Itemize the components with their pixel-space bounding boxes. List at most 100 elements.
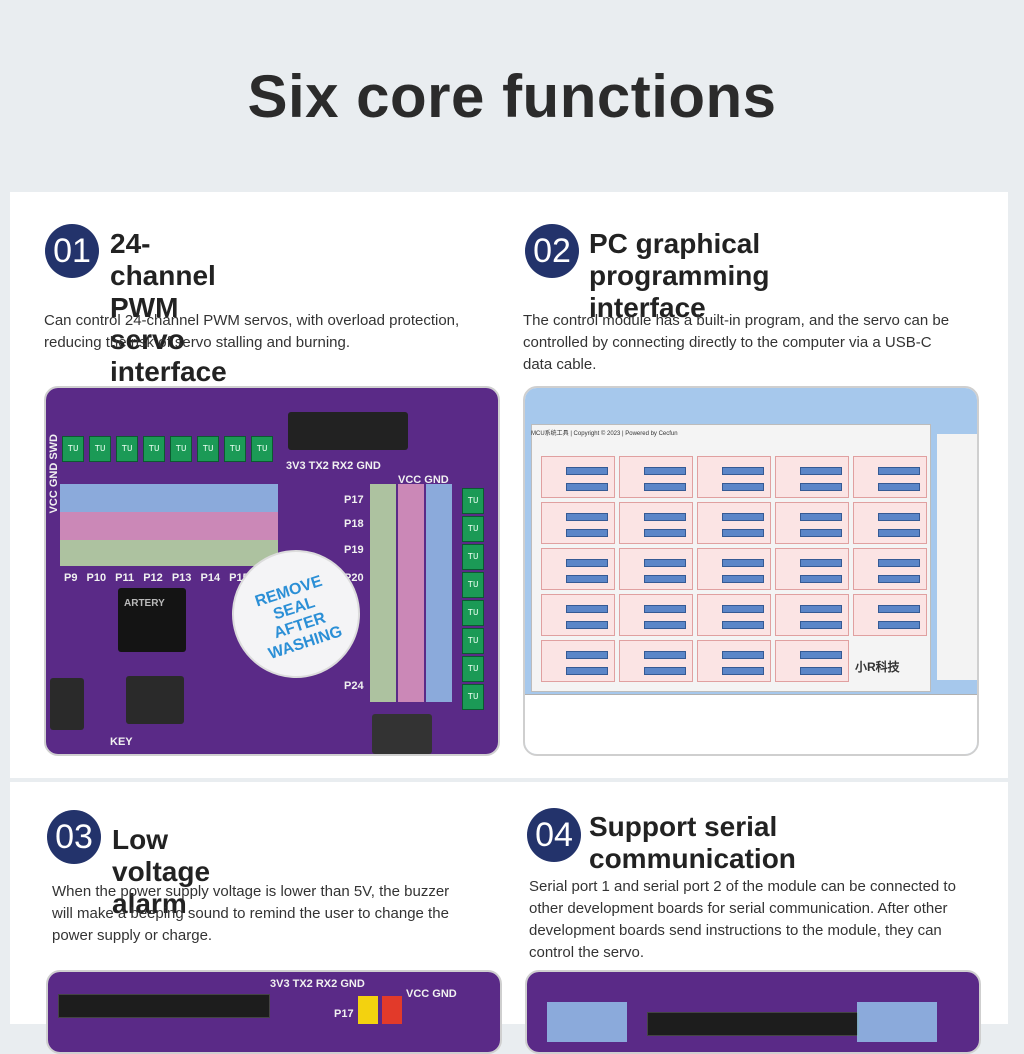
pin-label: P12 xyxy=(143,572,163,584)
board-photo-3 xyxy=(525,970,981,1054)
circuit-board: 3V3 TX2 RX2 GND VCC GND P17 xyxy=(48,972,500,1052)
servo-header-right-signal xyxy=(426,484,452,702)
feature-title-line: PC graphical programming xyxy=(589,228,770,291)
chip-label: ARTERY xyxy=(124,598,165,609)
pin-label: P13 xyxy=(171,572,192,584)
header-connector xyxy=(288,412,408,450)
feature-desc-line: control the servo. xyxy=(529,944,645,961)
servo-cell xyxy=(541,594,615,636)
feature-description: Serial port 1 and serial port 2 of the m… xyxy=(529,876,1009,964)
page-title: Six core functions xyxy=(247,63,777,130)
feature-title: Support serial communication xyxy=(589,811,796,875)
servo-cell xyxy=(541,456,615,498)
software-sidebar xyxy=(937,434,977,680)
servo-header-signal xyxy=(60,484,278,512)
pin-header-row xyxy=(58,994,270,1018)
servo-cell xyxy=(619,502,693,544)
jumper-red xyxy=(382,996,402,1024)
led: TU xyxy=(224,436,246,462)
pin-label-right: P17 xyxy=(334,1008,354,1020)
servo-header-signal xyxy=(547,1002,627,1042)
microcontroller-chip: ARTERY xyxy=(118,588,186,652)
feature-desc-line: data cable. xyxy=(523,356,597,373)
servo-cell xyxy=(775,594,849,636)
feature-title: PC graphical programming interface xyxy=(589,228,769,324)
led: TU xyxy=(462,516,484,542)
pin-label-right: P24 xyxy=(344,680,364,692)
servo-cell xyxy=(619,456,693,498)
servo-cell xyxy=(541,640,615,682)
servo-cell xyxy=(775,456,849,498)
circuit-board xyxy=(527,972,979,1052)
servo-cell xyxy=(853,456,927,498)
led: TU xyxy=(462,488,484,514)
servo-cell xyxy=(697,594,771,636)
feature-number-badge: 01 xyxy=(45,224,99,278)
servo-header-right-power xyxy=(398,484,424,702)
servo-cell xyxy=(775,640,849,682)
led: TU xyxy=(462,684,484,710)
servo-header-ground xyxy=(60,540,278,566)
software-bottom-panel xyxy=(525,694,977,754)
servo-cell xyxy=(853,548,927,590)
servo-cell xyxy=(853,502,927,544)
jumper-yellow xyxy=(358,996,378,1024)
servo-cell xyxy=(697,548,771,590)
servo-header-right-ground xyxy=(370,484,396,702)
feature-desc-line: Serial port 1 and serial port 2 of the m… xyxy=(529,878,956,895)
servo-cell xyxy=(697,640,771,682)
led: TU xyxy=(462,628,484,654)
led: TU xyxy=(462,656,484,682)
feature-number-badge: 02 xyxy=(525,224,579,278)
key-button xyxy=(126,676,184,724)
pin-label-right: P19 xyxy=(344,544,364,556)
led: TU xyxy=(143,436,165,462)
pin-label: P14 xyxy=(200,572,221,584)
feature-desc-line: power supply or charge. xyxy=(52,927,213,944)
feature-title-line: 24-channel PWM xyxy=(110,228,216,323)
software-window: MCU系统工具 | Copyright © 2023 | Powered by … xyxy=(525,388,977,754)
board-photo: 3V3 TX2 RX2 GND VCC GND VCC GND SWD TU T… xyxy=(44,386,500,756)
pin-label: P9 xyxy=(64,572,78,584)
led: TU xyxy=(462,572,484,598)
servo-cell xyxy=(541,548,615,590)
feature-description: When the power supply voltage is lower t… xyxy=(52,881,512,947)
feature-desc-line: The control module has a built-in progra… xyxy=(523,312,950,329)
servo-header-right-signal xyxy=(857,1002,937,1042)
feature-number-badge: 03 xyxy=(47,810,101,864)
pin-label: P11 xyxy=(115,572,135,584)
pin-label: P10 xyxy=(86,572,107,584)
pin-header-row xyxy=(647,1012,859,1036)
vcc-label: VCC GND xyxy=(398,474,449,486)
servo-cell xyxy=(619,640,693,682)
servo-cell xyxy=(697,456,771,498)
software-caption: MCU系统工具 | Copyright © 2023 | Powered by … xyxy=(531,431,678,437)
servo-cell xyxy=(775,548,849,590)
servo-cell xyxy=(775,502,849,544)
led: TU xyxy=(251,436,273,462)
regulator-chip xyxy=(372,714,432,754)
board-photo-2: 3V3 TX2 RX2 GND VCC GND P17 xyxy=(46,970,502,1054)
led: TU xyxy=(197,436,219,462)
header-label: 3V3 TX2 RX2 GND xyxy=(286,460,381,472)
pin-labels-bottom: P9 P10 P11 P12 P13 P14 P15 xyxy=(64,572,249,584)
led: TU xyxy=(116,436,138,462)
reset-button xyxy=(50,678,84,730)
feature-desc-line: controlled by connecting directly to the… xyxy=(523,334,932,351)
servo-cell xyxy=(697,502,771,544)
software-logo: 小R科技 xyxy=(855,660,900,674)
feature-desc-line: Can control 24-channel PWM servos, with … xyxy=(44,312,460,329)
servo-cell xyxy=(541,502,615,544)
feature-title-line: Support serial xyxy=(589,811,778,842)
feature-title-line: communication xyxy=(589,843,796,874)
led: TU xyxy=(462,600,484,626)
feature-description: The control module has a built-in progra… xyxy=(523,310,993,376)
feature-title: 24-channel PWM servo interface xyxy=(110,228,227,388)
feature-desc-line: reducing the risk of servo stalling and … xyxy=(44,334,351,351)
feature-desc-line: development boards send instructions to … xyxy=(529,922,942,939)
left-edge-label: VCC GND SWD xyxy=(48,434,60,514)
led: TU xyxy=(89,436,111,462)
vcc-label: VCC GND xyxy=(406,988,457,1000)
circuit-board: 3V3 TX2 RX2 GND VCC GND VCC GND SWD TU T… xyxy=(46,388,498,754)
led: TU xyxy=(62,436,84,462)
